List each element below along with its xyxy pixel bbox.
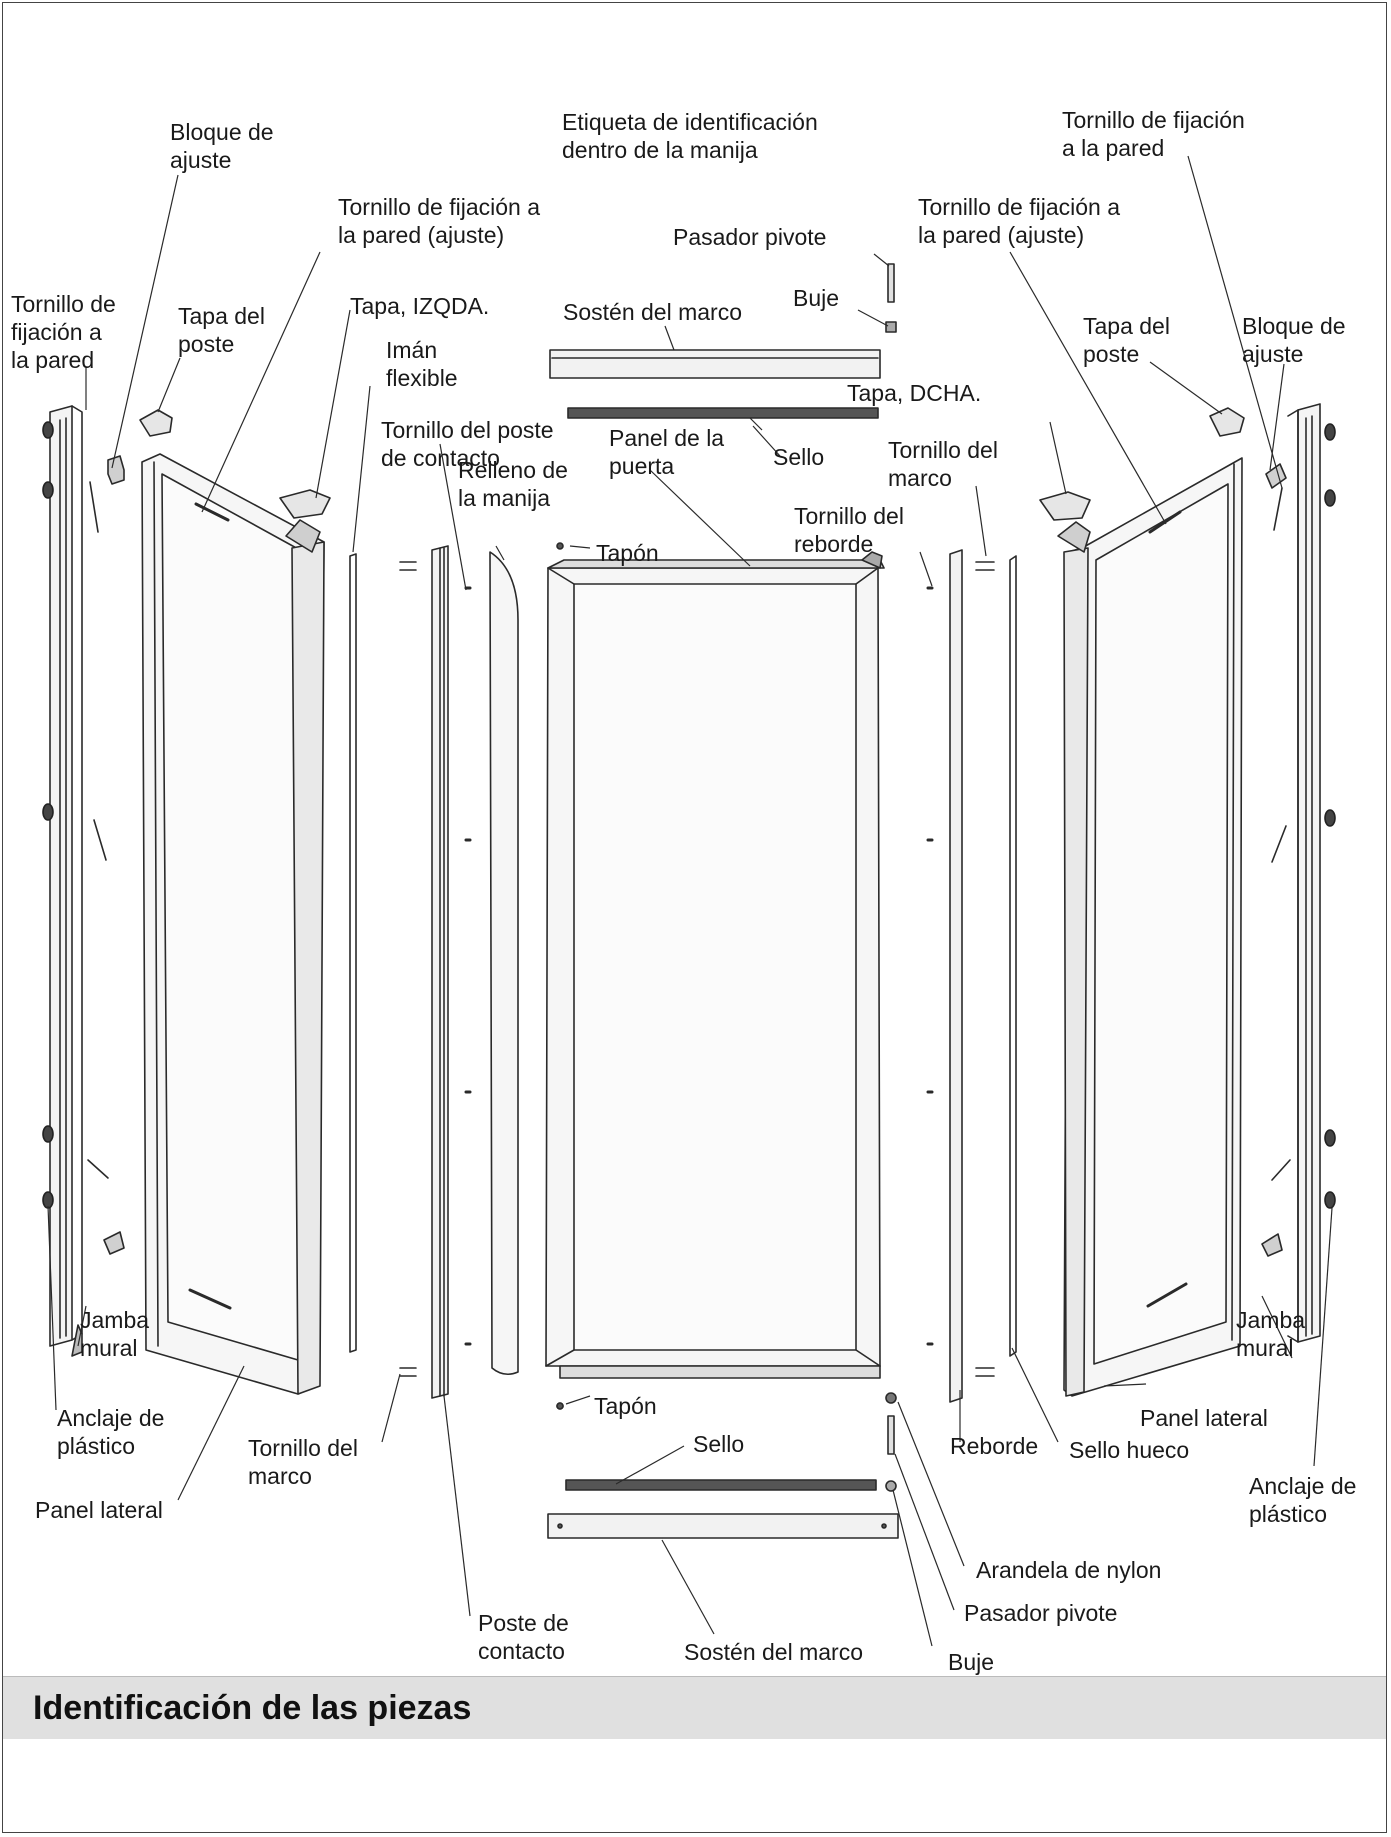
top-bushing [885,321,897,333]
label-bushing-top: Buje [793,285,840,311]
label-edge: Reborde [950,1433,1039,1459]
left-plastic-anchors [42,421,54,1209]
label-side-panel-right: Panel lateral [1140,1405,1268,1431]
top-seal [567,407,879,419]
label-contact-post-screw: Tornillo del poste de contacto [381,417,554,471]
label-contact-post: Poste de contacto [478,1610,569,1664]
left-cap [279,489,331,519]
label-cap-right: Tapa, DCHA. [847,380,982,406]
label-seal-bottom: Sello [693,1431,745,1457]
label-pivot-pin-top: Pasador pivote [673,224,827,250]
left-flexible-magnet [349,553,357,1353]
label-frame-support-bottom: Sostén del marco [684,1639,863,1665]
left-side-panel [141,453,325,1395]
bottom-frame-support [547,1513,899,1539]
label-wall-screw-left: Tornillo de fijación a la pared [11,291,116,373]
label-edge-screw: Tornillo del reborde [794,503,904,557]
leader-lines [47,155,1333,1647]
door-panel [545,551,885,1379]
label-wall-screw-adjust-right: Tornillo de fijación a la pared (ajuste) [918,194,1121,248]
label-flexible-magnet: Imán flexible [386,337,458,391]
label-adjustment-block-left: Bloque de ajuste [170,119,274,173]
label-plastic-anchor-left: Anclaje de plástico [57,1405,165,1459]
label-hollow-seal: Sello hueco [1069,1437,1190,1463]
left-post-cap [139,409,173,437]
label-plug-top: Tapón [596,540,659,566]
label-nylon-washer: Arandela de nylon [976,1557,1162,1583]
label-id-tag: Etiqueta de identificación dentro de la … [562,109,818,163]
label-door-panel: Panel de la puerta [609,425,725,479]
label-adjustment-block-right: Bloque de ajuste [1242,313,1346,367]
label-plastic-anchor-right: Anclaje de plástico [1249,1473,1357,1527]
right-adjust-blocks [1261,463,1287,1257]
label-bushing-bottom: Buje [948,1649,995,1675]
bottom-seal [565,1479,877,1491]
label-wall-jamb-left: Jamba mural [80,1307,150,1361]
left-wall-screws [87,481,109,1179]
label-post-cap-left: Tapa del poste [178,303,265,357]
bottom-bushing [885,1480,897,1492]
label-wall-screw-adjust-left: Tornillo de fijación a la pared (ajuste) [338,194,541,248]
right-post-cap [1209,407,1245,437]
left-wall-jamb [49,405,83,1357]
right-side-panel [1057,457,1243,1397]
contact-post [431,545,449,1399]
right-wall-screws [1271,487,1291,1181]
label-wall-screw-right-top: Tornillo de fijación a la pared [1062,107,1245,161]
right-edge-screws [926,561,995,1377]
right-wall-jamb [1287,403,1321,1343]
label-handle-filler: Relleno de la manija [458,457,568,511]
right-edge-filler [949,549,963,1403]
handle-filler [489,551,519,1376]
section-header-bar: Identificación de las piezas [3,1676,1386,1739]
label-seal-top: Sello [773,444,825,470]
bottom-nylon-washer [885,1392,897,1404]
contact-post-screws [399,561,472,1377]
label-side-panel-left: Panel lateral [35,1497,163,1523]
top-pivot-pin [887,263,895,303]
bottom-pivot-pin [887,1415,895,1455]
label-post-cap-right: Tapa del poste [1083,313,1170,367]
label-frame-screw-top: Tornillo del marco [888,437,998,491]
right-cap [1039,491,1091,521]
bottom-plug-marker [556,1402,564,1410]
label-plug-bottom: Tapón [594,1393,657,1419]
section-title: Identificación de las piezas [33,1689,472,1727]
label-pivot-pin-bottom: Pasador pivote [964,1600,1118,1626]
label-frame-support-top: Sostén del marco [563,299,742,325]
label-cap-left: Tapa, IZQDA. [350,293,490,319]
left-adjust-blocks [103,455,125,1255]
right-hollow-seal [1009,555,1017,1357]
label-frame-screw-bottom: Tornillo del marco [248,1435,358,1489]
right-plastic-anchors [1324,423,1336,1209]
label-wall-jamb-right: Jamba mural [1236,1307,1306,1361]
top-frame-support [549,349,881,379]
